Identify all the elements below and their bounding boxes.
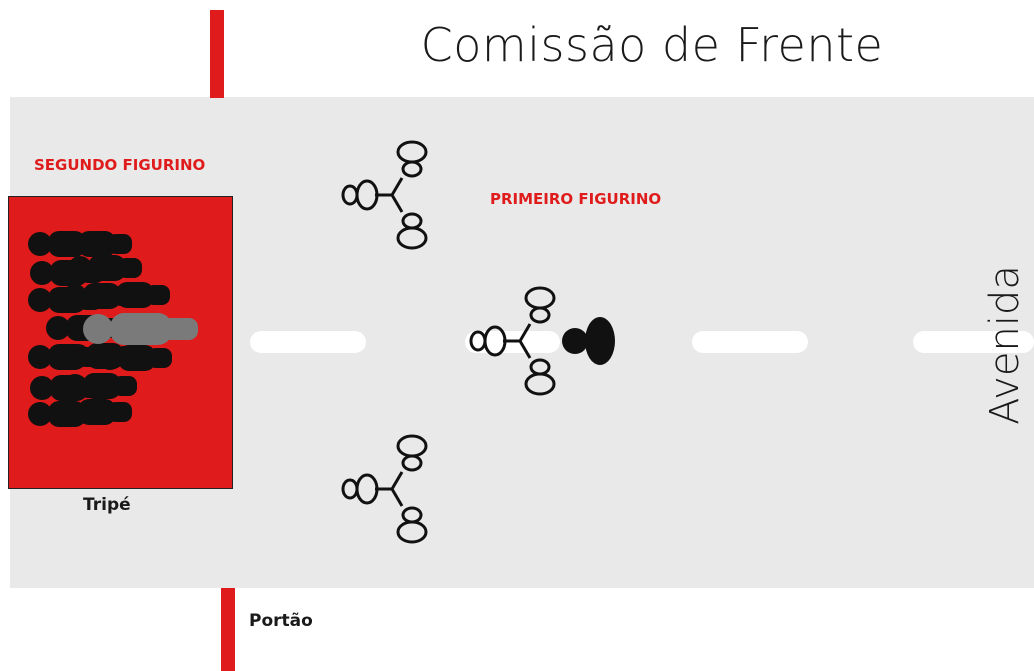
dancer-silhouette-icon	[68, 255, 142, 281]
lead-dancer-ghost-icon	[83, 313, 198, 345]
lead-dancer-icon	[562, 317, 615, 365]
page-title: Comissão de Frente	[420, 18, 884, 72]
dancer-trio-icon	[469, 286, 556, 396]
dancer-silhouette-icon	[58, 231, 132, 257]
lane-dash	[913, 331, 1034, 353]
gate-post-top-icon	[210, 10, 224, 98]
lane-dash	[692, 331, 808, 353]
dancer-silhouette-icon	[96, 282, 170, 308]
gate-label: Portão	[249, 611, 313, 631]
dancer-silhouette-icon	[98, 345, 172, 371]
gate-post-bottom-icon	[221, 588, 235, 671]
dancer-trio-icon	[341, 140, 428, 250]
second-costume-label: SEGUNDO FIGURINO	[34, 156, 206, 174]
first-costume-label: PRIMEIRO FIGURINO	[490, 190, 662, 208]
tripod-dancers	[28, 231, 198, 427]
dancer-silhouette-icon	[58, 399, 132, 425]
avenue-label: Avenida	[982, 265, 1028, 425]
lane-dash	[250, 331, 366, 353]
tripod-label: Tripé	[83, 495, 131, 515]
dancer-trio-icon	[341, 434, 428, 544]
dancer-silhouette-icon	[63, 373, 137, 399]
